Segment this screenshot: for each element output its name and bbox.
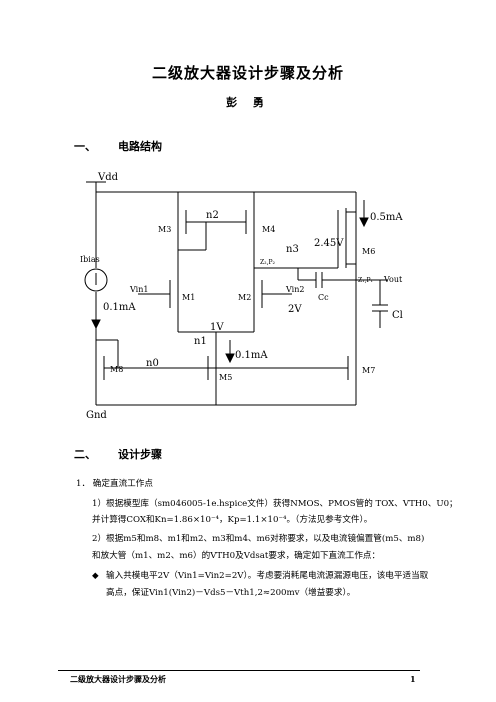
output-current: 0.5mA [370, 212, 403, 223]
n3-label: n3 [286, 244, 299, 255]
circuit-schematic: Vdd Gnd Ibias 0.1mA 0.1mA 0.5mA M3 M4 M1… [80, 172, 403, 421]
page-title: 二级放大器设计步骤及分析 [151, 64, 344, 82]
paragraph-3-line-1: ◆ 输入共模电平2V（Vin1=Vin2=2V）。考虑要消耗尾电流源漏源电压，该电… [92, 570, 428, 583]
page-number: 1 [410, 674, 416, 684]
footer-title: 二级放大器设计步骤及分析 [70, 674, 166, 684]
n1-label: n1 [194, 336, 207, 347]
m1-label: M1 [182, 293, 195, 302]
paragraph-3-text-1: 输入共模电平2V（Vin1=Vin2=2V）。考虑要消耗尾电流源漏源电压，该电平… [106, 571, 429, 581]
section-number: 一、 [74, 140, 96, 153]
cl-label: Cl [392, 310, 403, 321]
m7-label: M7 [362, 366, 375, 375]
step-1-heading: 1． 确定直流工作点 [76, 479, 153, 489]
ibias-current: 0.1mA [103, 302, 136, 313]
section-heading-design-steps: 二、 设计步骤 [74, 446, 162, 462]
z2p2-label: Z₂,P₂ [260, 259, 276, 266]
vout-label: Vout [383, 275, 403, 284]
paragraph-2-line-2: 和放大管（m1、m2、m6）的VTH0及Vdsat要求，确定如下直流工作点： [92, 551, 381, 561]
bullet-diamond: ◆ [92, 571, 99, 581]
paragraph-1-line-2: 并计算得COX和Kn=1.86×10⁻⁴，Kp=1.1×10⁻⁴。（方法见参考文… [92, 515, 373, 525]
paragraph-3-line-2: 高点，保证Vin1(Vin2)－Vds5－Vth1,2≈200mv（增益要求）。 [106, 588, 356, 598]
vin1-label: Vin1 [129, 285, 148, 294]
n2-label: n2 [206, 210, 219, 221]
m5-label: M5 [219, 373, 232, 382]
vin2-label: Vin2 [285, 285, 304, 294]
m3-label: M3 [158, 225, 171, 234]
footer-divider [58, 670, 420, 671]
cc-label: Cc [318, 293, 329, 302]
m6-label: M6 [362, 247, 375, 256]
vdd-label: Vdd [97, 172, 119, 183]
gnd-label: Gnd [86, 410, 107, 421]
m2-label: M2 [238, 293, 251, 302]
paragraph-1-line-1: 1）根据模型库（sm046005-1e.hspice文件）获得NMOS、PMOS… [92, 499, 458, 509]
author: 彭 勇 [226, 96, 270, 109]
section-title: 设计步骤 [118, 448, 162, 461]
tail-current: 0.1mA [235, 350, 268, 361]
m4-label: M4 [262, 225, 275, 234]
paragraph-2-line-1: 2）根据m5和m8、m1和m2、m3和m4、m6对称要求，以及电流镜偏置管(m5… [92, 534, 425, 544]
n3-voltage: 2.45V [314, 238, 344, 249]
section-heading-circuit: 一、 电路结构 [74, 138, 162, 154]
n1-voltage: 1V [210, 322, 224, 333]
vin2-voltage: 2V [288, 304, 302, 315]
m8-label: M8 [110, 365, 123, 374]
ibias-label: Ibias [80, 255, 100, 264]
section-title: 电路结构 [118, 140, 162, 153]
z1p1-label: Z₁,P₁ [358, 277, 373, 284]
section-number: 二、 [74, 448, 96, 461]
n0-label: n0 [146, 358, 159, 369]
